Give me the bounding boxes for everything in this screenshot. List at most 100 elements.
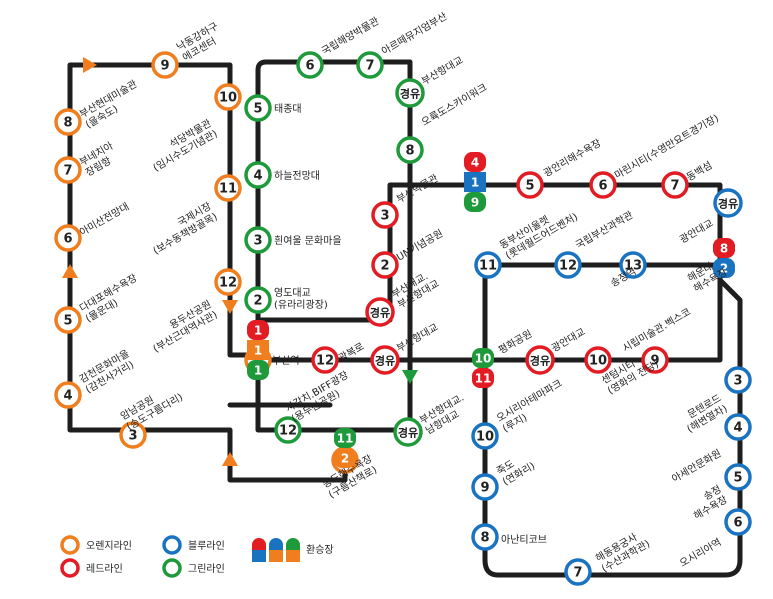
- station-marker: [371, 201, 399, 229]
- transfer-segment: [713, 238, 735, 258]
- station-marker: [365, 297, 395, 327]
- station-marker: [370, 345, 400, 375]
- station-marker: [584, 346, 612, 374]
- transfer-number: 1: [254, 344, 262, 358]
- station-number: 7: [573, 566, 582, 581]
- station-marker: [296, 51, 324, 79]
- station-marker: [54, 381, 82, 409]
- blue-route-track: [482, 262, 743, 578]
- transfer-number: 1: [254, 364, 262, 378]
- station-marker: [395, 78, 425, 108]
- station-marker: [724, 463, 752, 491]
- station-marker: [554, 251, 582, 279]
- station-name: 아미산전망대: [78, 201, 132, 239]
- station-marker: [516, 171, 544, 199]
- station-name: 국립해양박물관: [319, 14, 381, 57]
- transfer-number: 2: [341, 452, 349, 466]
- legend-blue-marker: [162, 535, 182, 555]
- station-name: 오륙도스카이워크: [419, 81, 489, 129]
- station-marker: [724, 366, 752, 394]
- via-marker-label: 경유: [375, 354, 395, 368]
- transfer-number: 1: [254, 324, 262, 338]
- station-number: 8: [480, 531, 489, 546]
- station-name: 광안대교: [678, 217, 716, 246]
- station-marker: [54, 108, 82, 136]
- station-marker: [713, 188, 743, 218]
- station-marker: [471, 473, 499, 501]
- station-name: 국립부산과학관: [573, 208, 635, 251]
- station-marker: [724, 508, 752, 536]
- station-b_extra: 아세안문화원: [670, 447, 724, 485]
- legend-green-label: 그린라인: [188, 563, 225, 575]
- station-name: 영도대교(유라리광장): [274, 287, 328, 311]
- station-number: 10: [476, 430, 494, 445]
- station-marker: [724, 413, 752, 441]
- transfer-segment: [334, 428, 356, 448]
- arrow-up-icon: [222, 452, 238, 466]
- legend-transfer-label: 환승장: [306, 544, 334, 556]
- via-marker-label: 경유: [400, 87, 420, 101]
- station-name: 석당박물관(임시수도기념관): [145, 117, 220, 174]
- station-name: 부네치아장림항: [78, 140, 122, 179]
- legend-green-marker: [162, 558, 182, 578]
- station-marker: [54, 156, 82, 184]
- station-name: 부산대교.부산항대교: [390, 267, 442, 311]
- transfer-segment: [247, 340, 269, 360]
- station-b8: 8 아난티코브: [471, 523, 547, 551]
- station-marker: [525, 345, 555, 375]
- station-name: 흰여울 문화마을: [274, 235, 342, 247]
- transfer-number: 10: [475, 352, 492, 366]
- legend-red-label: 레드라인: [86, 563, 123, 575]
- station-name: 낙동강하구에코센터: [174, 19, 226, 64]
- via-marker-label: 경유: [718, 197, 738, 211]
- station-number: 12: [559, 259, 577, 274]
- station-marker: [641, 346, 669, 374]
- station-b4: 4: [724, 413, 752, 441]
- transfer-number: 1: [471, 176, 479, 190]
- station-marker: [274, 416, 302, 444]
- station-name: 광안리해수욕장: [541, 136, 603, 179]
- station-marker: [54, 306, 82, 334]
- arrow-up-icon: [62, 264, 78, 278]
- station-number: 6: [305, 59, 314, 74]
- station-number: 6: [63, 232, 72, 247]
- via-marker-label: 경유: [398, 426, 418, 440]
- station-marker: [214, 83, 242, 111]
- legend-blue-label: 블루라인: [188, 540, 225, 552]
- station-number: 4: [253, 169, 262, 184]
- station-marker: [396, 136, 424, 164]
- station-marker: [244, 226, 272, 254]
- direction-arrows: [62, 57, 418, 466]
- station-name: 다대포해수욕장(몰운대): [77, 271, 145, 325]
- station-marker: [244, 286, 272, 314]
- station-marker: [471, 523, 499, 551]
- station-number: 12: [219, 276, 237, 291]
- station-marker: [151, 51, 179, 79]
- legend-transfer-icon: [252, 538, 300, 562]
- station-number: 4: [63, 389, 72, 404]
- transfer-segment: [464, 192, 486, 212]
- station-number: 5: [63, 314, 72, 329]
- station-name: 자갈치.BIFF광장(용두산공원): [283, 368, 357, 425]
- station-name: 아난티코브: [501, 534, 547, 546]
- station-marker: [119, 421, 147, 449]
- station-number: 10: [589, 354, 607, 369]
- station-marker: [471, 422, 499, 450]
- station-name: 감천문화마을(감천사거리): [78, 348, 138, 396]
- station-marker: [356, 51, 384, 79]
- arrow-down-icon: [222, 300, 238, 314]
- station-o10: 10 석당박물관(임시수도기념관): [145, 83, 242, 174]
- station-number: 10: [219, 91, 237, 106]
- transfer-segment: [472, 368, 494, 388]
